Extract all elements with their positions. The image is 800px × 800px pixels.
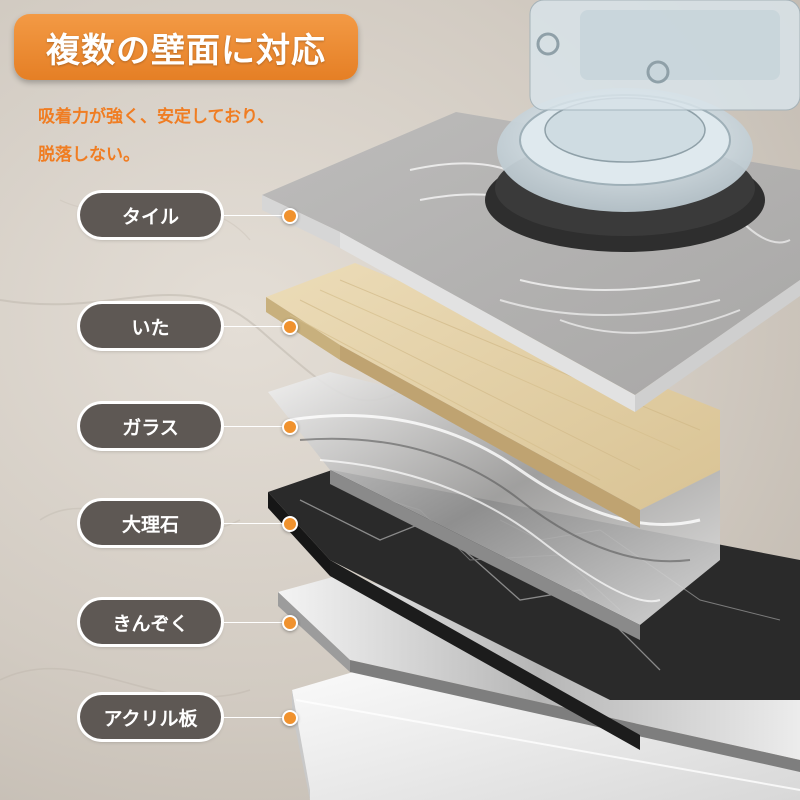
surface-label-wood: いた xyxy=(80,304,221,348)
surface-label-metal: きんぞく xyxy=(80,600,221,644)
surface-label-acrylic: アクリル板 xyxy=(80,695,221,739)
suction-cup-device xyxy=(485,0,800,252)
surface-label-glass: ガラス xyxy=(80,404,221,448)
wood-layer xyxy=(266,263,720,528)
surface-label-tile: タイル xyxy=(80,193,221,237)
title-banner: 複数の壁面に対応 xyxy=(14,14,358,80)
page-title: 複数の壁面に対応 xyxy=(46,30,326,71)
leader-line xyxy=(224,215,284,216)
surface-label-text: ガラス xyxy=(122,416,179,439)
leader-line xyxy=(224,326,284,327)
subtitle-line-2: 脱落しない。 xyxy=(38,145,140,165)
leader-line xyxy=(224,426,284,427)
marker-dot xyxy=(282,419,298,435)
surface-label-text: 大理石 xyxy=(121,513,179,536)
surface-label-marble: 大理石 xyxy=(80,501,221,545)
subtitle: 吸着力が強く、安定しており、 脱落しない。 xyxy=(38,98,368,174)
metal-layer xyxy=(278,575,800,772)
marker-dot xyxy=(282,615,298,631)
marker-dot xyxy=(282,516,298,532)
leader-line xyxy=(224,717,284,718)
surface-label-text: いた xyxy=(131,316,170,339)
marker-dot xyxy=(282,208,298,224)
surface-label-text: タイル xyxy=(121,205,179,228)
marker-dot xyxy=(282,319,298,335)
subtitle-line-1: 吸着力が強く、安定しており、 xyxy=(38,107,275,127)
glass-layer xyxy=(268,372,720,640)
leader-line xyxy=(224,523,284,524)
surface-label-text: アクリル板 xyxy=(103,707,198,730)
marker-dot xyxy=(282,710,298,726)
surface-label-text: きんぞく xyxy=(112,612,189,635)
leader-line xyxy=(224,622,284,623)
